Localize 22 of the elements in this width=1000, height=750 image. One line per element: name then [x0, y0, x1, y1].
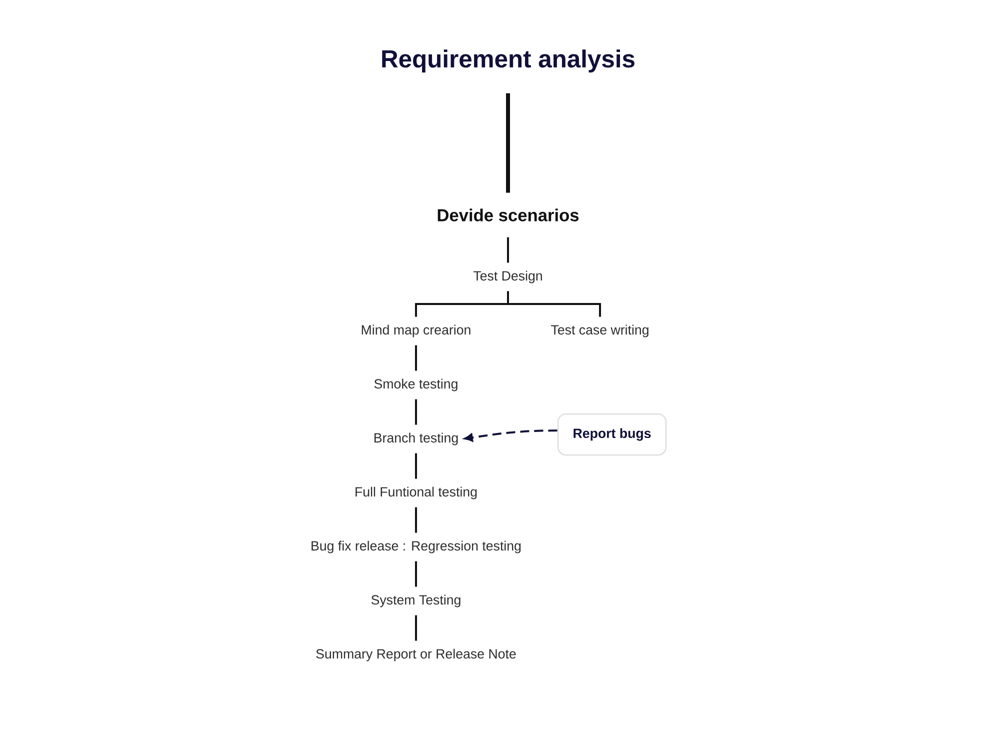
step-label: System Testing [371, 594, 460, 608]
step-label: Branch testing [374, 432, 458, 446]
connector-line [415, 453, 417, 479]
connector-line [415, 561, 417, 587]
connector-line [506, 93, 510, 193]
connector-line [415, 399, 417, 425]
step-label: Smoke testing [374, 378, 458, 392]
connector-line [507, 291, 601, 317]
step-label: Test case writing [551, 324, 648, 338]
connector-line [415, 507, 417, 533]
step-label: Summary Report or Release Note [316, 648, 516, 662]
connector-line [507, 237, 509, 263]
step-label: Full Funtional testing [356, 486, 477, 500]
connector-line [415, 615, 417, 641]
root-topic: Requirement analysis [382, 50, 634, 72]
connector-line [415, 345, 417, 371]
callout-box: Report bugs [557, 413, 667, 456]
step-label: Test Design [473, 270, 542, 284]
step-label: Bug fix release : Regression testing [312, 540, 521, 554]
topic-label: Devide scenarios [438, 208, 579, 222]
step-label: Mind map crearion [362, 324, 470, 338]
dashed-arrow [464, 430, 558, 442]
